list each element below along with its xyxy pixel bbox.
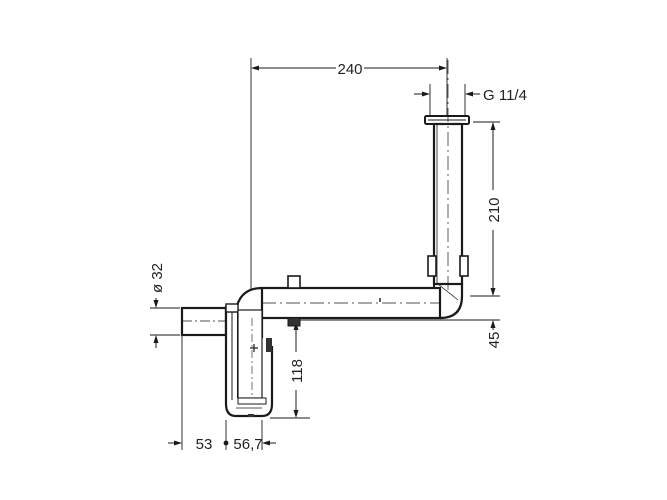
dimension-g-thread: G 11/4 xyxy=(414,84,527,118)
dim-118-label: 118 xyxy=(289,359,306,383)
dim-56-label: 56,7 xyxy=(233,436,262,453)
dim-diameter-label: ø 32 xyxy=(149,263,166,293)
dimension-210: 210 xyxy=(470,121,503,297)
dim-210-label: 210 xyxy=(486,197,503,222)
vertical-tailpipe xyxy=(424,60,470,290)
dimension-240: 240 xyxy=(250,58,448,290)
dimension-diameter-32: ø 32 xyxy=(149,263,180,348)
dim-45-label: 45 xyxy=(486,332,503,349)
bottle-trap-body xyxy=(224,303,274,418)
dimension-53-56: 53 56,7 xyxy=(168,335,276,453)
dimension-45: 45 xyxy=(300,319,503,349)
dim-53-label: 53 xyxy=(196,436,213,453)
outlet-stub xyxy=(180,306,236,337)
dim-240-label: 240 xyxy=(337,61,362,78)
dim-thread-label: G 11/4 xyxy=(483,87,527,104)
horizontal-pipe xyxy=(260,275,442,327)
dimension-118: 118 xyxy=(270,322,310,419)
